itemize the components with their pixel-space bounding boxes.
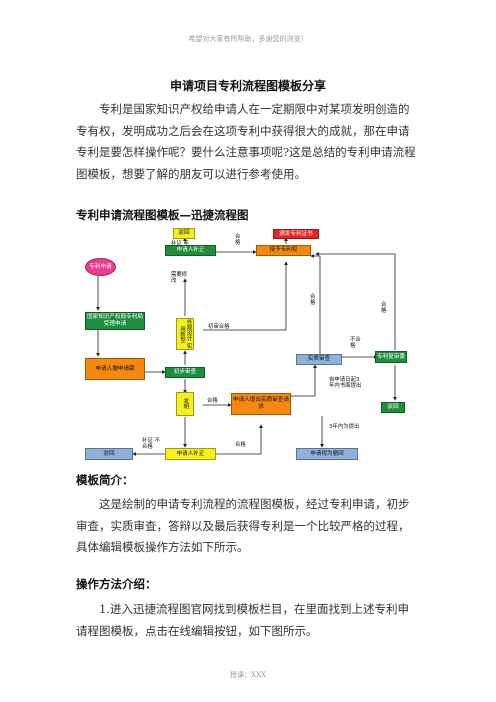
- label-supplement-fail-bottom: 补证 不合格: [142, 438, 160, 451]
- node-patent-certificate: 颁发专利证书: [273, 229, 319, 239]
- footer-note: 授课：XXX: [230, 671, 266, 679]
- intro-paragraph: 专利是国家知识产权给申请人在一定期限中对某项发明创造的专有权，发明成功之后会在这…: [76, 102, 416, 181]
- node-applicant-submit: 申请人撤申请薛: [85, 358, 145, 380]
- label-pass-mid: 合格: [310, 294, 316, 307]
- header-note: 希望对大家有所帮助，多谢您的浏览！: [188, 35, 308, 43]
- patent-flowchart: 驳回 颁发专利证书 补证 不合格 合格 专利申请 申请人补正 授予专利权 需要修…: [85, 226, 407, 466]
- node-rejected-bottom: 驳回: [85, 448, 133, 460]
- flowchart-connectors: [96, 237, 397, 456]
- heading-method: 操作方法介绍：: [76, 577, 157, 591]
- node-cnipa-accept: 国家知识产权局专利局受理申请: [85, 312, 145, 330]
- label-prelim-pass: 初审合格: [208, 324, 230, 330]
- node-supplement-bottom: 申请人补正: [165, 448, 216, 460]
- label-pass-top: 合格: [235, 234, 241, 247]
- connector-design-grant: [203, 261, 288, 331]
- connector-request-exam: [290, 364, 317, 397]
- heading-flowchart: 专利申请流程图模板—迅捷流程图: [76, 208, 249, 222]
- node-deemed-withdrawn: 申请视为撤回: [296, 448, 358, 460]
- node-grant-patent: 授予专利权: [256, 245, 311, 256]
- label-pass-invention: 合格: [207, 398, 218, 404]
- label-within-3y-date: 自申请日起3年内书面提出: [329, 377, 362, 390]
- node-substantive-exam: 实质审查: [296, 354, 342, 365]
- label-pass-right: 合格: [381, 302, 387, 315]
- label-fail-right: 不合格: [350, 337, 361, 350]
- node-design-utility: 外观设计 实用新型: [176, 318, 194, 350]
- document-title: 申请项目专利流程图模板分享: [169, 79, 326, 93]
- connector-exam-grant-b: [310, 254, 321, 262]
- label-need-modify: 需要修改: [171, 272, 188, 285]
- node-rejected-right: 驳回: [381, 402, 405, 413]
- label-within-3y: 3年内为提出: [329, 424, 360, 430]
- label-pass-bottom: 合格: [235, 442, 246, 448]
- node-invention: 发明: [176, 392, 194, 416]
- node-substantive-request: 申请人提出实质审查请求: [231, 393, 291, 415]
- step1-paragraph: 1.进入迅捷流程图官网找到模板栏目，在里面找到上述专利申请程图模板，点击在线编辑…: [76, 602, 409, 638]
- node-prelim-exam: 初步审查: [165, 367, 205, 378]
- node-reexam-board: 专利复审委: [375, 351, 407, 363]
- node-rejected-top: 驳回: [173, 228, 195, 239]
- connector-reexam-grant: [315, 252, 396, 350]
- node-supplement-mid: 申请人补正: [165, 245, 216, 256]
- template-intro-paragraph: 这是绘制的申请专利流程的流程图模板，经过专利申请，初步审查，实质审查，答辩以及最…: [76, 497, 410, 554]
- heading-template-intro: 模板简介：: [76, 473, 134, 487]
- connector-supplement-request: [216, 424, 263, 455]
- node-patent-application: 专利申请: [85, 258, 116, 276]
